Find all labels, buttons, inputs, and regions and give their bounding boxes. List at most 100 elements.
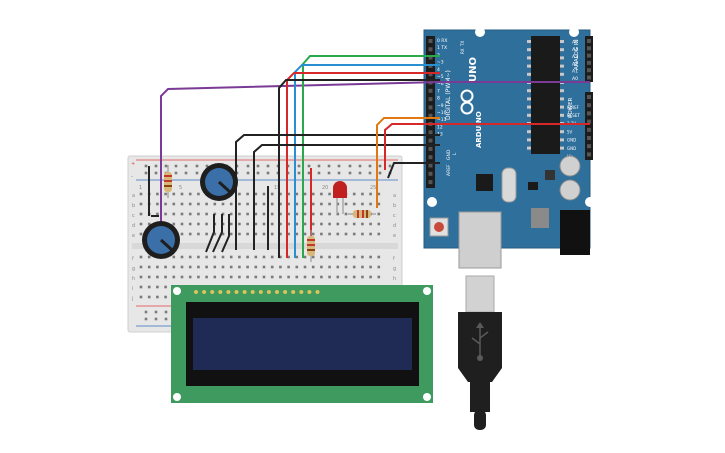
breadboard-hole [172, 202, 176, 206]
wire-orange [376, 117, 440, 208]
breadboard-hole [287, 212, 290, 216]
breadboard-hole [172, 192, 176, 196]
potentiometer-1[interactable] [200, 163, 238, 201]
breadboard-hole [238, 275, 241, 279]
breadboard-hole [188, 275, 192, 279]
power-label: POWER [568, 97, 574, 118]
breadboard-hole [361, 232, 364, 236]
chip-pin [560, 130, 564, 134]
chip-pin [527, 64, 531, 68]
breadboard-hole [377, 192, 381, 196]
gnd-label: GND [446, 149, 452, 160]
breadboard-hole [139, 255, 143, 259]
row-letter: b [393, 203, 396, 209]
breadboard-hole [303, 265, 307, 269]
digital-pin-label: ~11 [437, 117, 447, 123]
row-letter: c [132, 213, 135, 219]
column-number: 5 [179, 185, 182, 191]
header-pin [587, 75, 591, 80]
rail-hole [184, 164, 188, 168]
header-pin [428, 146, 433, 151]
breadboard-hole [139, 295, 143, 299]
header-pin [428, 72, 433, 77]
wire-red-power [384, 123, 590, 170]
reset-button-cap[interactable] [434, 222, 444, 232]
breadboard-hole [369, 265, 372, 269]
digital-pin-label: 4 [437, 67, 440, 73]
breadboard-hole [311, 265, 315, 269]
breadboard-hole [328, 212, 331, 216]
breadboard-hole [352, 222, 356, 226]
breadboard-hole [361, 222, 364, 226]
breadboard-hole [197, 202, 200, 206]
breadboard-hole [336, 232, 340, 236]
chip-pin [527, 97, 531, 101]
row-letter: a [132, 193, 135, 199]
chip-pin [560, 89, 564, 93]
breadboard-hole [246, 232, 249, 236]
breadboard-hole [262, 212, 266, 216]
digital-pin-label: ~10 [437, 110, 447, 116]
chip-pin [527, 72, 531, 76]
lcd-pin [234, 290, 239, 294]
breadboard-hole [295, 192, 299, 196]
chip-pin [560, 105, 564, 109]
analog-header [585, 36, 593, 82]
breadboard-hole [295, 255, 299, 259]
rail-hole [256, 164, 260, 168]
breadboard-hole [328, 275, 331, 279]
rail-minus-label: - [131, 174, 133, 180]
breadboard-hole [254, 275, 258, 279]
row-letter: g [393, 266, 396, 272]
header-pin [587, 111, 591, 116]
breadboard-hole [156, 202, 159, 206]
chip-pin [560, 138, 564, 142]
breadboard-hole [287, 222, 290, 226]
potentiometer-2[interactable] [142, 221, 180, 259]
breadboard-hole [320, 232, 323, 236]
breadboard-hole [147, 255, 151, 259]
mount-hole [475, 27, 485, 37]
rail-hole [154, 317, 158, 321]
breadboard-hole [139, 275, 143, 279]
breadboard-hole [213, 232, 217, 236]
breadboard-hole [213, 275, 217, 279]
breadboard-hole [221, 265, 225, 269]
breadboard-hole [279, 192, 282, 196]
breadboard-hole [221, 275, 225, 279]
wire-pot-1 [205, 214, 215, 253]
breadboard-hole [180, 212, 184, 216]
breadboard-hole [229, 265, 233, 269]
breadboard-hole [336, 255, 340, 259]
breadboard-hole [270, 265, 274, 269]
rail-hole [144, 310, 148, 314]
breadboard-hole [270, 232, 274, 236]
mount-hole [427, 197, 437, 207]
lcd-mount-hole [173, 287, 181, 295]
breadboard-hole [254, 222, 258, 226]
digital-header [426, 36, 435, 188]
breadboard-hole [344, 255, 348, 259]
mount-hole [569, 27, 579, 37]
resistor-2 [348, 210, 376, 218]
lcd-pin [242, 290, 247, 294]
lcd-pin [202, 290, 207, 294]
breadboard-hole [139, 285, 143, 289]
header-pin [428, 171, 433, 176]
rail-hole [144, 317, 148, 321]
breadboard-hole [197, 232, 200, 236]
breadboard-hole [221, 255, 225, 259]
header-pin [428, 155, 433, 160]
row-letter: f [132, 256, 134, 262]
row-letter: f [393, 256, 395, 262]
voltage-regulator [528, 182, 538, 190]
chip-pin [527, 130, 531, 134]
breadboard-hole [377, 255, 381, 259]
breadboard-hole [205, 222, 208, 226]
breadboard-hole [303, 202, 307, 206]
breadboard-hole [377, 222, 381, 226]
header-pin [587, 68, 591, 73]
arduino-uno-board: DIGITAL (PWM~) UNO ARDUINO ANALOG IN POW… [423, 27, 595, 269]
column-number: 1 [139, 185, 142, 191]
breadboard-hole [369, 202, 372, 206]
